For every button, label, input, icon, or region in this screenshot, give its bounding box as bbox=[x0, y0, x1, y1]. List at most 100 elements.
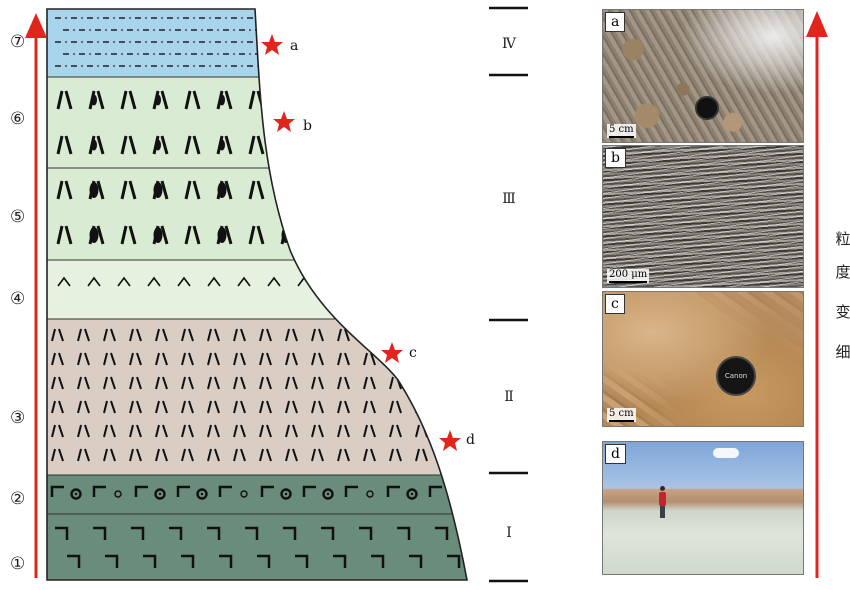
lithology-mark bbox=[468, 449, 471, 461]
lithology-mark bbox=[129, 448, 134, 462]
lithology-mark bbox=[267, 276, 281, 287]
lithology-mark bbox=[240, 400, 246, 414]
silt-dot bbox=[177, 41, 179, 43]
silt-dot bbox=[177, 17, 179, 19]
lithology-mark bbox=[280, 180, 288, 200]
photo-tag-b: b bbox=[605, 148, 626, 168]
lithology-mark bbox=[131, 526, 145, 540]
layer-number-7: ⑦ bbox=[10, 32, 25, 52]
lithology-mark bbox=[318, 424, 324, 438]
lithology-mark bbox=[396, 424, 402, 438]
lithology-mark bbox=[285, 424, 290, 438]
lithology-mark bbox=[176, 485, 190, 497]
concretion-mark bbox=[448, 488, 460, 500]
silt-dot bbox=[161, 17, 163, 19]
lithology-mark bbox=[475, 329, 479, 341]
silt-dot bbox=[201, 53, 203, 55]
lithology-mark bbox=[51, 328, 56, 342]
silt-dot bbox=[121, 53, 123, 55]
silt-dot bbox=[121, 29, 123, 31]
lithology-mark bbox=[441, 448, 446, 462]
lithology-mark bbox=[237, 276, 251, 287]
lithology-mark bbox=[233, 328, 238, 342]
lithology-mark bbox=[162, 328, 168, 342]
silt-dot bbox=[193, 65, 195, 67]
lithology-mark bbox=[396, 328, 402, 342]
lithology-mark bbox=[397, 526, 411, 540]
lithology-mark bbox=[337, 448, 342, 462]
sample-label-b: b bbox=[303, 118, 312, 134]
lithology-mark bbox=[188, 352, 194, 366]
grain-size-arrow-left bbox=[25, 13, 47, 578]
lithology-mark bbox=[285, 376, 290, 390]
lithology-mark bbox=[192, 90, 201, 110]
silt-dot bbox=[249, 29, 251, 31]
lithology-mark bbox=[370, 400, 376, 414]
lithology-mark bbox=[266, 448, 272, 462]
lithology-mark bbox=[103, 448, 108, 462]
lithology-mark bbox=[143, 554, 157, 568]
lithology-mark bbox=[259, 328, 264, 342]
lithology-mark bbox=[214, 352, 220, 366]
lithology-mark bbox=[266, 328, 272, 342]
concretion-mark bbox=[74, 492, 78, 496]
lithology-mark bbox=[192, 225, 201, 245]
lithology-mark bbox=[292, 328, 298, 342]
lithology-mark bbox=[120, 135, 128, 155]
lithology-mark bbox=[318, 400, 324, 414]
lithology-mark bbox=[67, 554, 81, 568]
lithology-mark bbox=[370, 352, 376, 366]
lithology-mark bbox=[207, 376, 212, 390]
lithology-mark bbox=[248, 135, 256, 155]
lithology-mark bbox=[259, 352, 264, 366]
silt-dot bbox=[241, 65, 243, 67]
lithology-mark bbox=[344, 448, 350, 462]
lithology-mark bbox=[192, 135, 201, 155]
silt-dot bbox=[161, 65, 163, 67]
scale-line bbox=[609, 420, 634, 422]
sample-markers: a b c d bbox=[261, 34, 475, 451]
lithology-mark bbox=[468, 377, 471, 389]
lithology-mark bbox=[181, 376, 186, 390]
lithology-mark bbox=[256, 225, 265, 245]
concretion-mark bbox=[240, 490, 248, 498]
lithology-mark bbox=[188, 448, 194, 462]
lithology-mark bbox=[147, 276, 161, 287]
label-char-3: 变 bbox=[835, 303, 850, 321]
scale-bar-a: 5 cm bbox=[607, 124, 636, 138]
lithology-mark bbox=[415, 376, 420, 390]
lithology-mark bbox=[363, 448, 368, 462]
star-icon bbox=[381, 342, 403, 363]
lithology-mark bbox=[389, 376, 394, 390]
lithology-mark bbox=[181, 448, 186, 462]
lithology-mark bbox=[155, 400, 160, 414]
pebble-mark bbox=[217, 182, 227, 198]
lithology-mark bbox=[475, 449, 479, 461]
lithology-mark bbox=[105, 554, 119, 568]
lithology-mark bbox=[214, 400, 220, 414]
silt-dot bbox=[193, 41, 195, 43]
lithology-mark bbox=[415, 448, 420, 462]
lithology-mark bbox=[370, 448, 376, 462]
label-char-4: 细 bbox=[835, 343, 850, 361]
lithology-mark bbox=[64, 135, 73, 155]
layer-numbers: ⑦ ⑥ ⑤ ④ ③ ② ① bbox=[10, 32, 25, 574]
silt-dot bbox=[241, 17, 243, 19]
lithology-mark bbox=[207, 400, 212, 414]
silt-dot bbox=[97, 17, 99, 19]
lithology-mark bbox=[422, 400, 428, 414]
lithology-mark bbox=[256, 135, 265, 155]
lithology-mark bbox=[233, 400, 238, 414]
lens-cap-icon: Canon bbox=[718, 358, 754, 394]
concretion-mark bbox=[322, 488, 334, 500]
lithology-mark bbox=[448, 328, 454, 342]
scale-bar-c: 5 cm bbox=[607, 408, 636, 422]
lithology-mark bbox=[359, 526, 373, 540]
label-char-2: 度 bbox=[835, 263, 850, 281]
lithology-mark bbox=[311, 424, 316, 438]
lithology-mark bbox=[214, 328, 220, 342]
lithology-mark bbox=[136, 352, 142, 366]
lithology-mark bbox=[51, 400, 56, 414]
silt-dot bbox=[217, 53, 219, 55]
lithology-mark bbox=[295, 554, 309, 568]
